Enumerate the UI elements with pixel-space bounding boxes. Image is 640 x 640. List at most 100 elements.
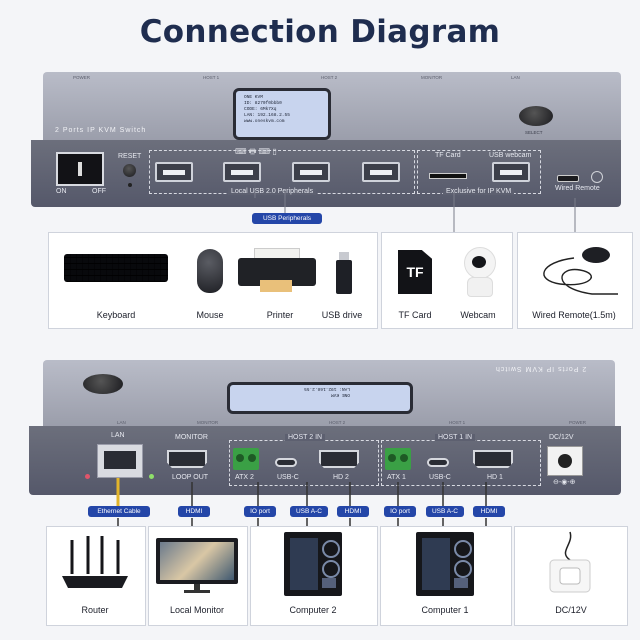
lcd-line: ONE KVM xyxy=(244,95,263,100)
rear-top-label: HOST 2 xyxy=(329,420,346,425)
rear-top-label: HOST 1 xyxy=(449,420,466,425)
lan-label: LAN xyxy=(111,432,125,439)
led-indicator xyxy=(128,183,132,187)
rear-top-label: POWER xyxy=(569,420,587,425)
atx1-label: ATX 1 xyxy=(387,474,406,481)
usbc-label: USB-C xyxy=(429,474,451,481)
host2-usbc-port[interactable] xyxy=(275,458,297,467)
host2-in-label: HOST 2 IN xyxy=(285,434,326,441)
exclusive-label: Exclusive for IP KVM xyxy=(443,188,515,195)
hd2-label: HD 2 xyxy=(333,474,349,481)
keyboard-icon xyxy=(64,254,168,282)
loop-out-label: LOOP OUT xyxy=(172,474,209,481)
rear-device: ONE KVM LAN: 192.168.2.55 2 Ports IP KVM… xyxy=(25,360,621,495)
atx2-terminal[interactable] xyxy=(233,448,259,470)
usb-port[interactable] xyxy=(362,162,400,182)
front-device: POWER HOST 1 HOST 2 MONITOR LAN 2 Ports … xyxy=(25,72,621,207)
reset-button[interactable] xyxy=(123,164,136,177)
front-top-label-monitor: MONITOR xyxy=(421,75,443,80)
exclusive-item-label: TF Card xyxy=(398,310,432,320)
tf-card-text: TF xyxy=(406,264,424,280)
host2-hdmi-port[interactable] xyxy=(319,450,359,468)
dc-label: DC/12V xyxy=(549,434,574,441)
peripheral-label: USB drive xyxy=(321,310,363,320)
target-label: Computer 2 xyxy=(289,605,337,615)
wired-remote-icon xyxy=(530,244,626,300)
power-adapter-icon xyxy=(540,530,600,596)
lan-port[interactable] xyxy=(97,444,143,478)
peripheral-label: Keyboard xyxy=(96,310,136,320)
cable-pill-usbac: USB A-C xyxy=(426,506,464,517)
rear-top-label: LAN xyxy=(117,420,126,425)
lan-led-red xyxy=(85,474,90,479)
cable-pill-ethernet: Ethernet Cable xyxy=(88,506,150,517)
usb-port[interactable] xyxy=(292,162,330,182)
front-device-top xyxy=(43,72,621,140)
atx1-terminal[interactable] xyxy=(385,448,411,470)
monitor-hdmi-port[interactable] xyxy=(167,450,207,468)
dc-jack[interactable] xyxy=(547,446,583,476)
usb-port[interactable] xyxy=(223,162,261,182)
lcd-screen: ONE KVM ID: 8270f0bbb0 CODE: 6Mk7Xq LAN:… xyxy=(233,88,331,140)
lan-led-green xyxy=(149,474,154,479)
pc-tower-icon xyxy=(284,532,342,596)
tf-card-slot[interactable] xyxy=(429,173,467,179)
peripheral-label: Printer xyxy=(266,310,294,320)
host1-hdmi-port[interactable] xyxy=(473,450,513,468)
mouse-icon xyxy=(197,249,223,293)
lcd-line: ID: 8270f0bbb0 xyxy=(244,101,282,106)
cable-pill-hdmi: HDMI xyxy=(178,506,210,517)
usbc-label: USB-C xyxy=(277,474,299,481)
off-label: OFF xyxy=(92,188,106,195)
reset-label: RESET xyxy=(118,153,142,160)
front-top-label-host2: HOST 2 xyxy=(321,75,338,80)
local-usb-label: Local USB 2.0 Peripherals xyxy=(228,188,317,195)
on-label: ON xyxy=(56,188,67,195)
rear-knob xyxy=(83,374,123,394)
exclusive-item-label: Webcam xyxy=(460,310,496,320)
brand-text: 2 Ports IP KVM Switch xyxy=(55,127,147,134)
target-label: DC/12V xyxy=(555,605,587,615)
rear-top-label: MONITOR xyxy=(197,420,219,425)
cable-pill-io: IO port xyxy=(244,506,276,517)
peripheral-label: Mouse xyxy=(196,310,224,320)
front-top-label-lan: LAN xyxy=(511,75,520,80)
lcd-line: LAN: 192.168.2.55 xyxy=(244,113,290,118)
dc-polarity-icon: ⊖-◉-⊕ xyxy=(553,479,576,486)
usb-drive-icon xyxy=(336,252,352,294)
printer-icon xyxy=(238,248,316,292)
remote-label: Wired Remote(1.5m) xyxy=(532,310,616,320)
host1-usbc-port[interactable] xyxy=(427,458,449,467)
hd1-label: HD 1 xyxy=(487,474,503,481)
wired-remote-label: Wired Remote xyxy=(555,185,600,192)
cable-pill-hdmi: HDMI xyxy=(473,506,505,517)
front-top-label-host1: HOST 1 xyxy=(203,75,220,80)
tf-card-label: TF Card xyxy=(435,152,461,159)
cable-pill-hdmi: HDMI xyxy=(337,506,369,517)
lcd-line: CODE: 6Mk7Xq xyxy=(244,107,277,112)
select-knob[interactable] xyxy=(519,106,553,126)
pc-tower-icon xyxy=(416,532,474,596)
remote-panel xyxy=(517,232,633,329)
host1-in-label: HOST 1 IN xyxy=(435,434,476,441)
target-label: Router xyxy=(81,605,109,615)
lcd-line: www.oneskvm.com xyxy=(244,119,285,124)
target-label: Computer 1 xyxy=(421,605,469,615)
cable-pill-usbac: USB A-C xyxy=(290,506,328,517)
power-rocker[interactable] xyxy=(56,152,104,186)
page-title: Connection Diagram xyxy=(139,14,501,50)
cable-pill-io: IO port xyxy=(384,506,416,517)
usb-webcam-label: USB webcam xyxy=(489,152,532,159)
front-top-label-power: POWER xyxy=(73,75,91,80)
monitor-icon xyxy=(156,538,238,594)
select-label: SELECT xyxy=(525,130,543,135)
peripheral-glyphs: ⌨ 🖶 ⌨ ▯ xyxy=(235,147,277,156)
wired-remote-jack[interactable] xyxy=(557,175,579,182)
remote-symbol-icon xyxy=(591,171,603,183)
rear-lcd: ONE KVM LAN: 192.168.2.55 xyxy=(227,382,413,414)
router-icon xyxy=(60,534,130,590)
webcam-usb-port[interactable] xyxy=(492,162,530,182)
usb-port[interactable] xyxy=(155,162,193,182)
